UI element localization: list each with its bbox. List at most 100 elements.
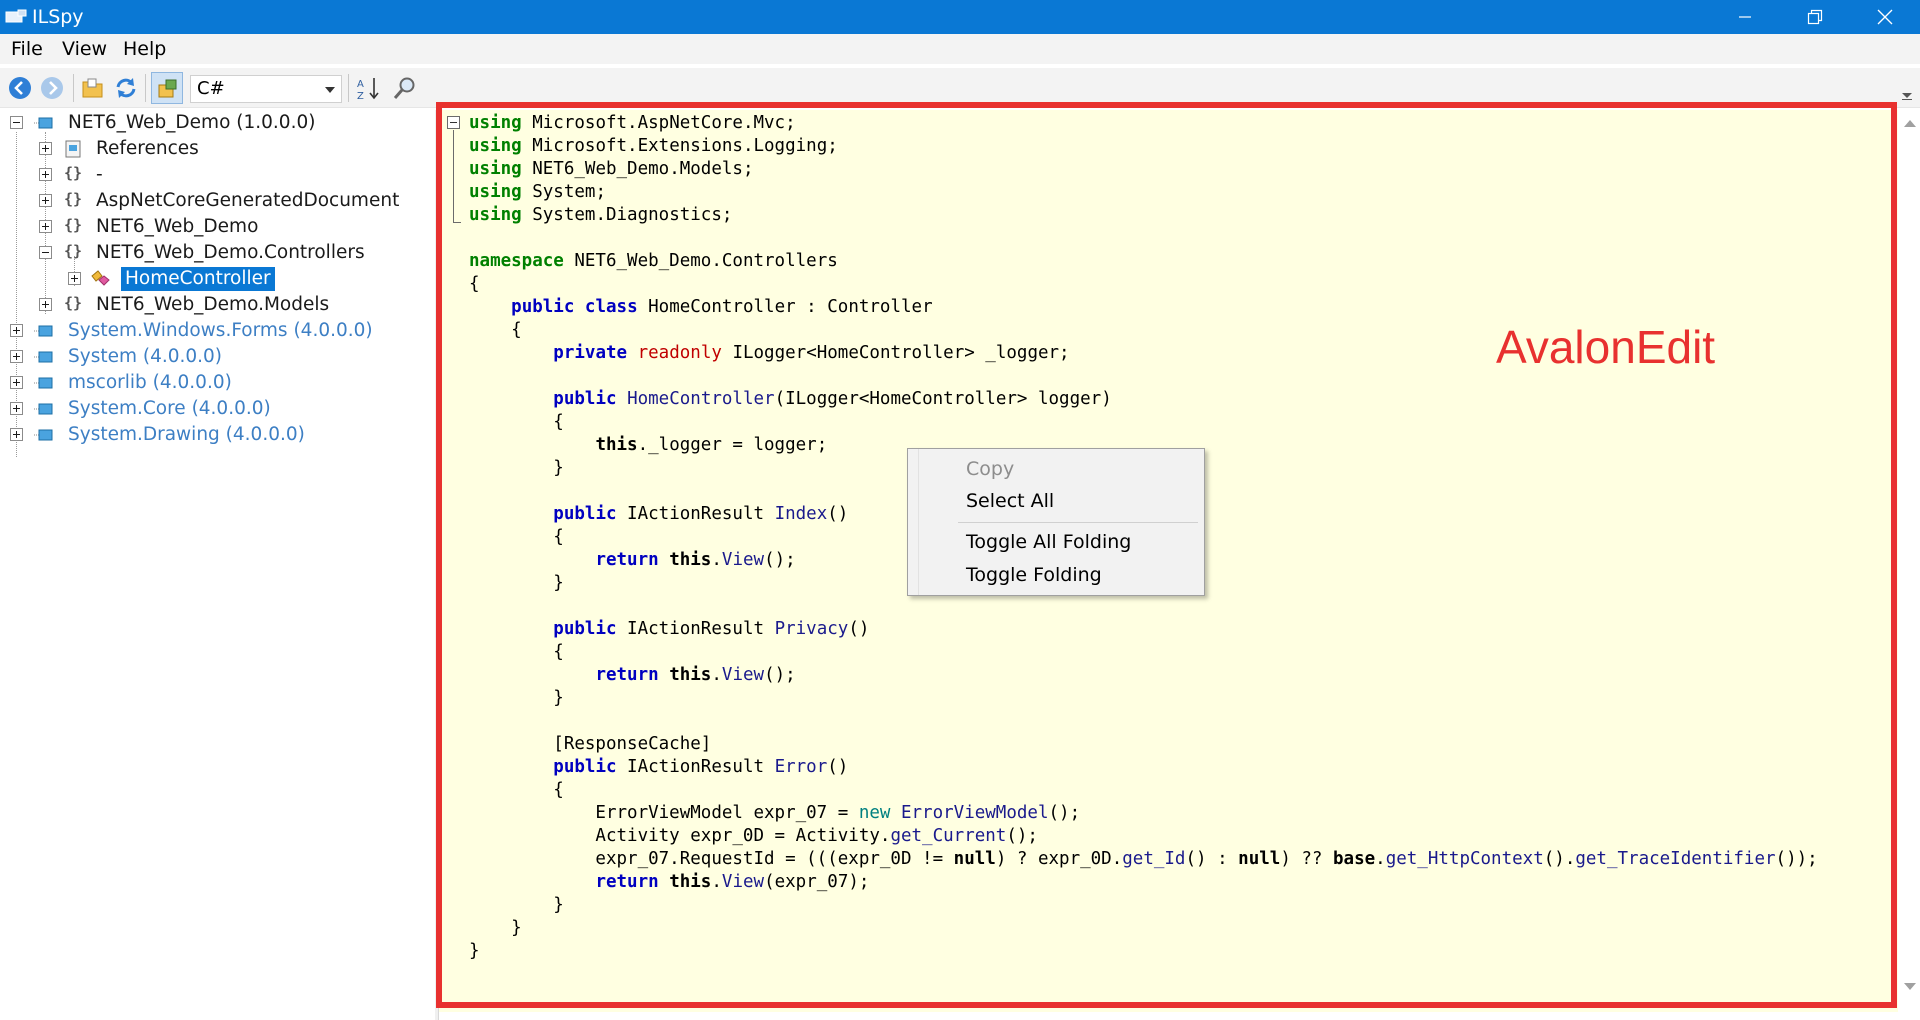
expand-toggle[interactable] bbox=[39, 298, 52, 311]
sort-icon[interactable]: A Z bbox=[356, 75, 382, 101]
expand-toggle[interactable] bbox=[39, 194, 52, 207]
collapse-toggle[interactable] bbox=[10, 116, 23, 129]
scroll-up-icon[interactable] bbox=[1904, 120, 1916, 127]
window-title: ILSpy bbox=[32, 6, 84, 28]
code-line: } bbox=[469, 918, 522, 938]
tree-label: - bbox=[96, 164, 103, 185]
code-line: using System; bbox=[469, 182, 606, 202]
expand-toggle[interactable] bbox=[10, 324, 23, 337]
assembly-tree: NET6_Web_Demo (1.0.0.0) References {} - … bbox=[0, 110, 435, 1020]
restore-button[interactable] bbox=[1780, 0, 1850, 34]
tree-node[interactable]: {} NET6_Web_Demo bbox=[0, 214, 435, 240]
tree-label: NET6_Web_Demo.Models bbox=[96, 294, 330, 315]
tree-node[interactable]: System.Drawing (4.0.0.0) bbox=[0, 422, 435, 448]
code-line: { bbox=[469, 412, 564, 432]
namespace-icon: {} bbox=[64, 164, 83, 182]
svg-text:Z: Z bbox=[357, 91, 364, 101]
code-line: } bbox=[469, 688, 564, 708]
toolbar-overflow-line bbox=[1902, 99, 1912, 100]
assembly-icon bbox=[34, 117, 53, 129]
expand-toggle[interactable] bbox=[39, 168, 52, 181]
tree-node[interactable]: System.Windows.Forms (4.0.0.0) bbox=[0, 318, 435, 344]
tree-node[interactable]: HomeController bbox=[0, 266, 435, 292]
code-line bbox=[469, 227, 1818, 250]
language-dropdown[interactable]: C# bbox=[190, 75, 342, 103]
fold-marker[interactable] bbox=[447, 116, 460, 129]
context-menu-toggle-folding[interactable]: Toggle Folding bbox=[966, 564, 1102, 586]
tree-node[interactable]: {} - bbox=[0, 162, 435, 188]
code-line: return this.View(expr_07); bbox=[595, 872, 870, 892]
show-api-toggle[interactable] bbox=[151, 72, 183, 104]
tree-node[interactable]: mscorlib (4.0.0.0) bbox=[0, 370, 435, 396]
menu-help[interactable]: Help bbox=[123, 38, 167, 60]
expand-toggle[interactable] bbox=[39, 220, 52, 233]
annotation-label: AvalonEdit bbox=[1496, 321, 1716, 373]
tree-node[interactable]: NET6_Web_Demo (1.0.0.0) bbox=[0, 110, 435, 136]
expand-toggle[interactable] bbox=[39, 142, 52, 155]
expand-toggle[interactable] bbox=[68, 272, 81, 285]
tree-node[interactable]: {} NET6_Web_Demo.Controllers bbox=[0, 240, 435, 266]
close-icon bbox=[1877, 9, 1893, 25]
tree-node[interactable]: {} AspNetCoreGeneratedDocument bbox=[0, 188, 435, 214]
code-line: } bbox=[469, 458, 564, 478]
close-button[interactable] bbox=[1850, 0, 1920, 34]
back-icon[interactable] bbox=[7, 75, 33, 101]
context-menu-gutter bbox=[918, 449, 919, 595]
tree-node[interactable]: References bbox=[0, 136, 435, 162]
tree-connector bbox=[16, 132, 17, 457]
collapse-toggle[interactable] bbox=[39, 246, 52, 259]
namespace-icon: {} bbox=[64, 216, 83, 234]
assembly-icon bbox=[34, 403, 53, 415]
code-line: { bbox=[469, 274, 480, 294]
scroll-down-icon[interactable] bbox=[1904, 983, 1916, 990]
expand-toggle[interactable] bbox=[10, 402, 23, 415]
expand-toggle[interactable] bbox=[10, 376, 23, 389]
context-menu-copy[interactable]: Copy bbox=[966, 458, 1015, 480]
tree-label: AspNetCoreGeneratedDocument bbox=[96, 190, 400, 211]
assembly-icon bbox=[34, 351, 53, 363]
vertical-scrollbar[interactable] bbox=[1898, 110, 1920, 1020]
tree-label: mscorlib (4.0.0.0) bbox=[68, 372, 232, 393]
fold-line bbox=[453, 222, 461, 223]
namespace-icon: {} bbox=[64, 190, 83, 208]
show-api-icon bbox=[158, 79, 177, 98]
code-line: { bbox=[469, 527, 564, 547]
menu-bar: File View Help bbox=[0, 34, 1920, 64]
tree-node[interactable]: {} NET6_Web_Demo.Models bbox=[0, 292, 435, 318]
class-icon bbox=[91, 270, 110, 286]
namespace-icon: {} bbox=[64, 242, 83, 260]
tree-label: System.Windows.Forms (4.0.0.0) bbox=[68, 320, 373, 341]
code-text[interactable]: using Microsoft.AspNetCore.Mvc;using Mic… bbox=[469, 112, 1818, 963]
code-line: using NET6_Web_Demo.Models; bbox=[469, 159, 754, 179]
menu-file[interactable]: File bbox=[11, 38, 43, 60]
open-icon[interactable] bbox=[80, 75, 106, 101]
tree-node[interactable]: System (4.0.0.0) bbox=[0, 344, 435, 370]
expand-toggle[interactable] bbox=[10, 350, 23, 363]
expand-toggle[interactable] bbox=[10, 428, 23, 441]
tree-node[interactable]: System.Core (4.0.0.0) bbox=[0, 396, 435, 422]
ilspy-app-icon bbox=[5, 9, 27, 23]
toolbar-separator bbox=[145, 74, 146, 102]
minimize-icon bbox=[1739, 16, 1751, 18]
search-icon[interactable] bbox=[392, 75, 418, 101]
context-menu: Copy Select All Toggle All Folding Toggl… bbox=[907, 448, 1205, 596]
code-line: public IActionResult Privacy() bbox=[553, 619, 870, 639]
code-line: } bbox=[469, 941, 480, 961]
minimize-button[interactable] bbox=[1710, 0, 1780, 34]
chevron-down-icon[interactable] bbox=[1902, 93, 1912, 98]
code-line: namespace NET6_Web_Demo.Controllers bbox=[469, 251, 838, 271]
code-line bbox=[469, 595, 1818, 618]
code-line: public class HomeController : Controller bbox=[511, 297, 933, 317]
context-menu-select-all[interactable]: Select All bbox=[966, 490, 1055, 512]
context-menu-toggle-all-folding[interactable]: Toggle All Folding bbox=[966, 531, 1132, 553]
forward-icon[interactable] bbox=[39, 75, 65, 101]
code-line: using Microsoft.Extensions.Logging; bbox=[469, 136, 838, 156]
menu-view[interactable]: View bbox=[62, 38, 108, 60]
code-line: public IActionResult Error() bbox=[553, 757, 849, 777]
tree-label: NET6_Web_Demo.Controllers bbox=[96, 242, 365, 263]
refresh-icon[interactable] bbox=[113, 75, 139, 101]
code-line: } bbox=[469, 895, 564, 915]
namespace-icon: {} bbox=[64, 294, 83, 312]
code-line: using System.Diagnostics; bbox=[469, 205, 733, 225]
code-line: return this.View(); bbox=[595, 550, 796, 570]
